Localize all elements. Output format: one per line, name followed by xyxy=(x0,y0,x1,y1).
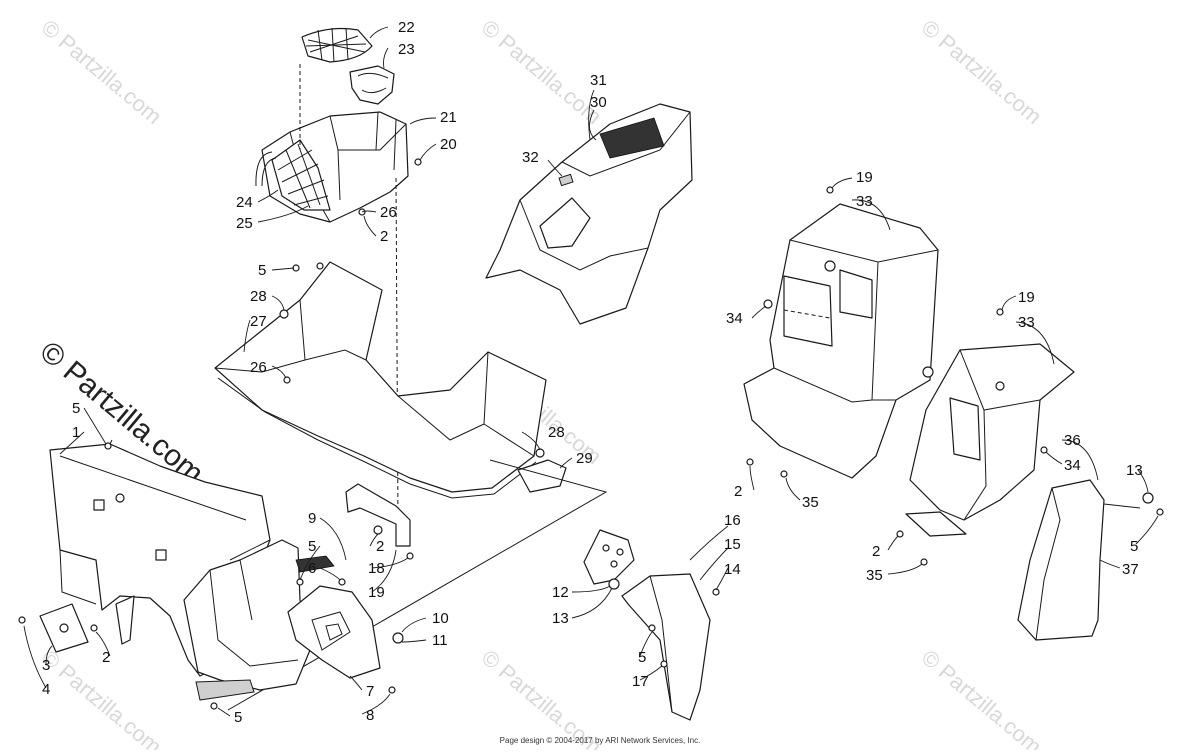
callout-22: 22 xyxy=(398,19,415,36)
callout-5: 5 xyxy=(308,538,316,555)
floor-panel xyxy=(214,261,547,499)
callout-35: 35 xyxy=(866,567,883,584)
callout-12: 12 xyxy=(552,584,569,601)
callout-34: 34 xyxy=(1064,457,1081,474)
callout-31: 31 xyxy=(590,72,607,89)
callout-33: 33 xyxy=(1018,314,1035,331)
callout-5: 5 xyxy=(234,709,242,726)
storage-box-lower xyxy=(905,343,1075,537)
callout-3: 3 xyxy=(42,657,50,674)
callout-9: 9 xyxy=(308,510,316,527)
callout-30: 30 xyxy=(590,94,607,111)
callout-19: 19 xyxy=(856,169,873,186)
callout-13: 13 xyxy=(552,610,569,627)
callout-8: 8 xyxy=(366,707,374,724)
watermark: © Partzilla.com xyxy=(477,15,607,129)
footer-copyright: Page design © 2004-2017 by ARI Network S… xyxy=(499,736,701,745)
callout-15: 15 xyxy=(724,536,741,553)
callout-1: 1 xyxy=(72,424,80,441)
callout-19: 19 xyxy=(1018,289,1035,306)
callout-28: 28 xyxy=(548,424,565,441)
callout-20: 20 xyxy=(440,136,457,153)
callout-13: 13 xyxy=(1126,462,1143,479)
callout-6: 6 xyxy=(308,560,316,577)
callout-11: 11 xyxy=(432,632,448,649)
mud-flap xyxy=(583,529,711,721)
callout-21: 21 xyxy=(440,109,457,126)
callout-2: 2 xyxy=(380,228,388,245)
callout-19: 19 xyxy=(368,584,385,601)
watermark: © Partzilla.com xyxy=(917,645,1047,750)
callout-10: 10 xyxy=(432,610,449,627)
callout-2: 2 xyxy=(872,543,880,560)
callout-26: 26 xyxy=(380,204,397,221)
callout-7: 7 xyxy=(366,683,374,700)
callout-32: 32 xyxy=(522,149,539,166)
inner-fender-panel xyxy=(183,539,381,701)
callout-18: 18 xyxy=(368,560,385,577)
callout-35: 35 xyxy=(802,494,819,511)
storage-box-upper xyxy=(743,203,939,479)
cover-plate xyxy=(39,595,135,653)
callout-2: 2 xyxy=(734,483,742,500)
callout-25: 25 xyxy=(236,215,253,232)
callout-33: 33 xyxy=(856,193,873,210)
watermark: © Partzilla.com xyxy=(477,645,607,750)
callout-2: 2 xyxy=(376,538,384,555)
callout-4: 4 xyxy=(42,681,50,698)
callout-17: 17 xyxy=(632,673,649,690)
callout-28: 28 xyxy=(250,288,267,305)
callout-27: 27 xyxy=(250,313,267,330)
callout-14: 14 xyxy=(724,561,741,578)
watermark: © Partzilla.com xyxy=(917,15,1047,129)
callout-36: 36 xyxy=(1064,432,1081,449)
callout-16: 16 xyxy=(724,512,741,529)
callout-2: 2 xyxy=(102,649,110,666)
callout-23: 23 xyxy=(398,41,415,58)
callout-37: 37 xyxy=(1122,561,1139,578)
leader-lines xyxy=(23,26,1159,717)
storage-compartment-assembly xyxy=(255,27,409,521)
side-trim xyxy=(1017,479,1164,641)
callout-29: 29 xyxy=(576,450,593,467)
callout-5: 5 xyxy=(258,262,266,279)
callout-5: 5 xyxy=(638,649,646,666)
callout-5: 5 xyxy=(72,400,80,417)
console-cover xyxy=(485,103,693,325)
bracket-18 xyxy=(345,483,411,547)
callout-5: 5 xyxy=(1130,538,1138,555)
callout-labels: 22 23 21 20 24 25 26 2 5 28 27 26 28 29 … xyxy=(42,19,1143,726)
callout-34: 34 xyxy=(726,310,743,327)
watermark: © Partzilla.com xyxy=(37,15,167,129)
callout-26: 26 xyxy=(250,359,267,376)
callout-24: 24 xyxy=(236,194,253,211)
